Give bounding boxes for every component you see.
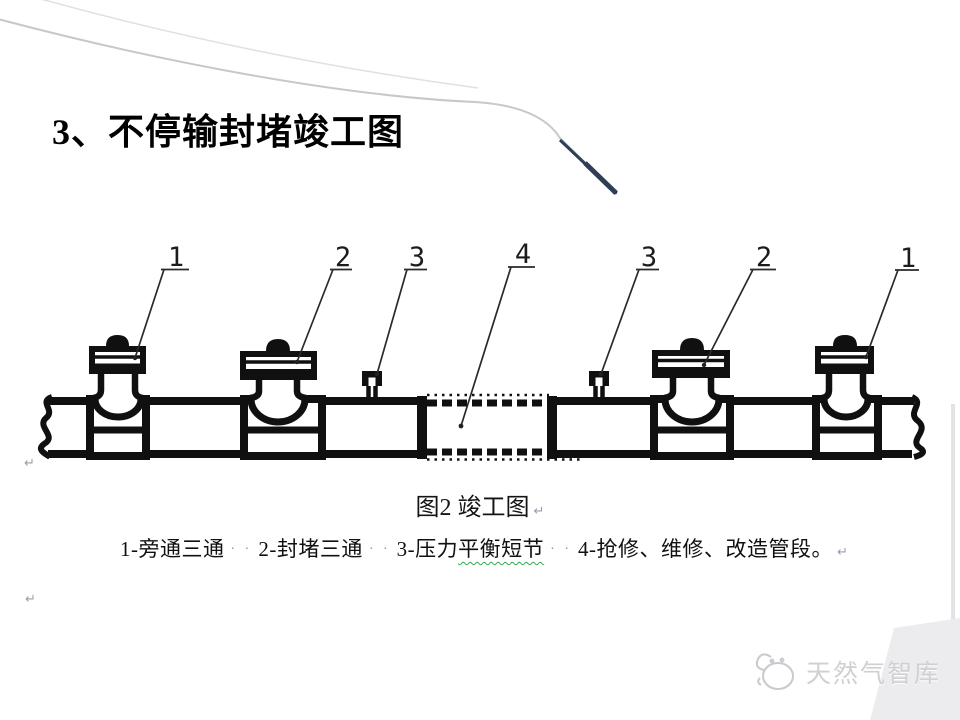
legend-item-1: 1-旁通三通: [120, 537, 225, 561]
tee-neck: [663, 377, 721, 402]
icon-eye-left: [769, 658, 775, 664]
plugging-tee-right: [650, 338, 734, 460]
tee-dome: [91, 398, 145, 421]
callout-number-2-left: 2: [335, 242, 351, 273]
right-edge-strip: [951, 404, 955, 622]
pipe-break-right: [910, 394, 926, 460]
legend-item-3-spellcheck: 平衡短节: [458, 537, 545, 561]
plugging-tee-left: [240, 339, 326, 460]
tee-neck: [249, 379, 307, 402]
tee-dome: [247, 398, 309, 426]
swoosh-tail-tip: [583, 161, 618, 195]
nipple-slot: [368, 377, 376, 386]
icon-wing: [755, 653, 772, 671]
icon-eye-right: [779, 657, 785, 663]
leader-1-right: [865, 269, 919, 358]
leader-2-left: [296, 268, 352, 363]
bypass-tee-right: [812, 335, 882, 460]
cap-knob: [833, 335, 857, 346]
callout-number-4: 4: [515, 239, 531, 270]
legend-item-4: 4-抢修、维修、改造管段。: [577, 537, 833, 561]
legend-item-3-prefix: 3-压力: [396, 537, 459, 561]
tee-neck: [92, 370, 144, 402]
decor-arc-upper: [41, 0, 479, 89]
pipeline-diagram: [38, 335, 926, 461]
balance-nipple-right: [589, 371, 609, 398]
callout-number-3-left: 3: [409, 242, 425, 273]
paragraph-mark: ↵: [25, 592, 36, 607]
brand-icon: [755, 653, 794, 690]
tee-dome: [820, 398, 872, 421]
paragraph-mark: ↵: [533, 504, 545, 519]
legend-item-3: 3-压力平衡短节: [397, 537, 545, 561]
icon-body: [762, 662, 794, 690]
cap-knob: [266, 339, 290, 351]
watermark-text: 天然气智库: [806, 660, 942, 688]
paragraph-mark: ↵: [836, 545, 849, 560]
swoosh-tail-end: [612, 189, 618, 195]
space-dots: · ·: [550, 542, 572, 557]
bypass-tee-left: [86, 335, 150, 460]
pipe-break-left: [38, 394, 54, 460]
decor-arc-main: [0, 18, 616, 193]
pipe-body: [46, 397, 914, 458]
balance-nipple-left: [362, 371, 382, 398]
figure-caption-text: 图2 竣工图: [415, 495, 530, 521]
callout-numbers: 1 2 3 4 3 2 1: [168, 239, 916, 274]
callout-number-2-right: 2: [756, 242, 772, 273]
icon-tail: [757, 677, 762, 686]
leader-2-right: [703, 268, 776, 366]
leader-end-dots: [132, 354, 869, 429]
nipple-stem: [593, 386, 605, 398]
leader-1-left: [134, 268, 189, 359]
callout-leaders: [132, 266, 919, 429]
leader-3-right: [600, 268, 659, 375]
decor-swoosh: [0, 0, 618, 195]
leader-4: [460, 266, 535, 427]
space-dots: · ·: [230, 542, 253, 557]
callout-number-1-right: 1: [900, 243, 916, 274]
cap-knob: [680, 338, 704, 350]
callout-number-3-right: 3: [641, 242, 657, 273]
paragraph-mark: ↵: [24, 456, 35, 471]
legend-item-2: 2-封堵三通: [258, 537, 363, 561]
leader-3-left: [376, 268, 427, 375]
nipple-slot: [595, 377, 603, 386]
figure-legend: 1-旁通三通 · · 2-封堵三通 · · 3-压力平衡短节 · · 4-抢修、维修、改造管…: [120, 533, 848, 563]
space-dots: · ·: [368, 542, 391, 557]
tee-dome: [661, 398, 723, 426]
watermark-logo: 天然气智库: [752, 648, 941, 696]
page-title: 3、不停输封堵竣工图: [52, 112, 405, 152]
callout-number-1-left: 1: [168, 242, 184, 273]
nipple-stem: [366, 386, 378, 398]
cap-knob: [106, 335, 129, 346]
figure-caption: 图2 竣工图↵: [350, 487, 610, 522]
tee-neck: [821, 371, 871, 402]
